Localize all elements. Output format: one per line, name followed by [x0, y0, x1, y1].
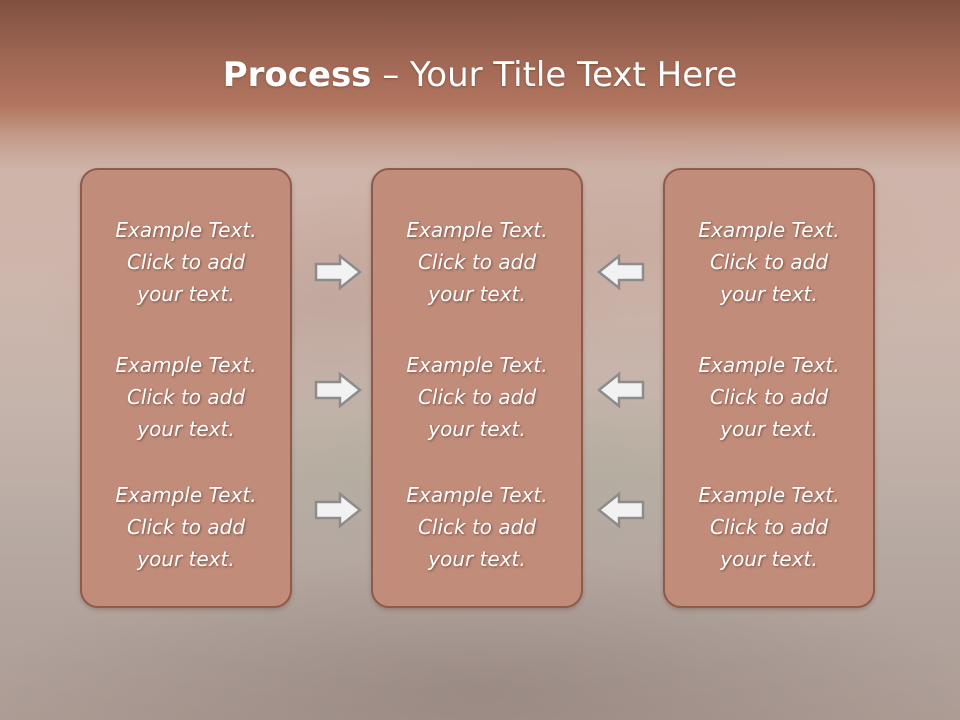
left-arrow-icon: [597, 490, 645, 530]
title-rest-part: – Your Title Text Here: [371, 55, 738, 95]
text-line: Click to add: [417, 385, 537, 409]
text-block[interactable]: Example Text. Click to add your text.: [373, 479, 581, 575]
slide-title[interactable]: Process – Your Title Text Here: [0, 54, 960, 96]
title-bold-part: Process: [222, 55, 372, 95]
text-line: your text.: [137, 547, 235, 571]
text-block[interactable]: Example Text. Click to add your text.: [82, 349, 290, 445]
text-line: Example Text.: [406, 218, 548, 242]
text-line: Example Text.: [406, 483, 548, 507]
text-block[interactable]: Example Text. Click to add your text.: [82, 214, 290, 310]
text-line: Example Text.: [698, 483, 840, 507]
text-block[interactable]: Example Text. Click to add your text.: [665, 479, 873, 575]
text-line: your text.: [720, 547, 818, 571]
right-arrow-icon: [314, 370, 362, 410]
left-arrow-icon: [597, 252, 645, 292]
text-line: Example Text.: [115, 218, 257, 242]
text-line: Example Text.: [698, 218, 840, 242]
process-box-right[interactable]: Example Text. Click to add your text. Ex…: [663, 168, 875, 608]
text-line: your text.: [720, 417, 818, 441]
text-block[interactable]: Example Text. Click to add your text.: [665, 349, 873, 445]
text-line: your text.: [137, 282, 235, 306]
text-block[interactable]: Example Text. Click to add your text.: [373, 214, 581, 310]
text-line: Click to add: [417, 515, 537, 539]
text-block[interactable]: Example Text. Click to add your text.: [373, 349, 581, 445]
text-line: your text.: [137, 417, 235, 441]
text-line: Example Text.: [115, 353, 257, 377]
text-line: Click to add: [709, 515, 829, 539]
text-line: Click to add: [709, 250, 829, 274]
process-box-center[interactable]: Example Text. Click to add your text. Ex…: [371, 168, 583, 608]
text-line: Example Text.: [115, 483, 257, 507]
text-line: Click to add: [709, 385, 829, 409]
text-block[interactable]: Example Text. Click to add your text.: [665, 214, 873, 310]
text-line: your text.: [428, 417, 526, 441]
text-line: Example Text.: [698, 353, 840, 377]
text-line: your text.: [720, 282, 818, 306]
text-block[interactable]: Example Text. Click to add your text.: [82, 479, 290, 575]
text-line: your text.: [428, 547, 526, 571]
text-line: your text.: [428, 282, 526, 306]
left-arrow-icon: [597, 370, 645, 410]
text-line: Example Text.: [406, 353, 548, 377]
text-line: Click to add: [126, 250, 246, 274]
right-arrow-icon: [314, 490, 362, 530]
process-box-left[interactable]: Example Text. Click to add your text. Ex…: [80, 168, 292, 608]
text-line: Click to add: [126, 385, 246, 409]
text-line: Click to add: [126, 515, 246, 539]
title-band: [0, 0, 960, 170]
text-line: Click to add: [417, 250, 537, 274]
right-arrow-icon: [314, 252, 362, 292]
